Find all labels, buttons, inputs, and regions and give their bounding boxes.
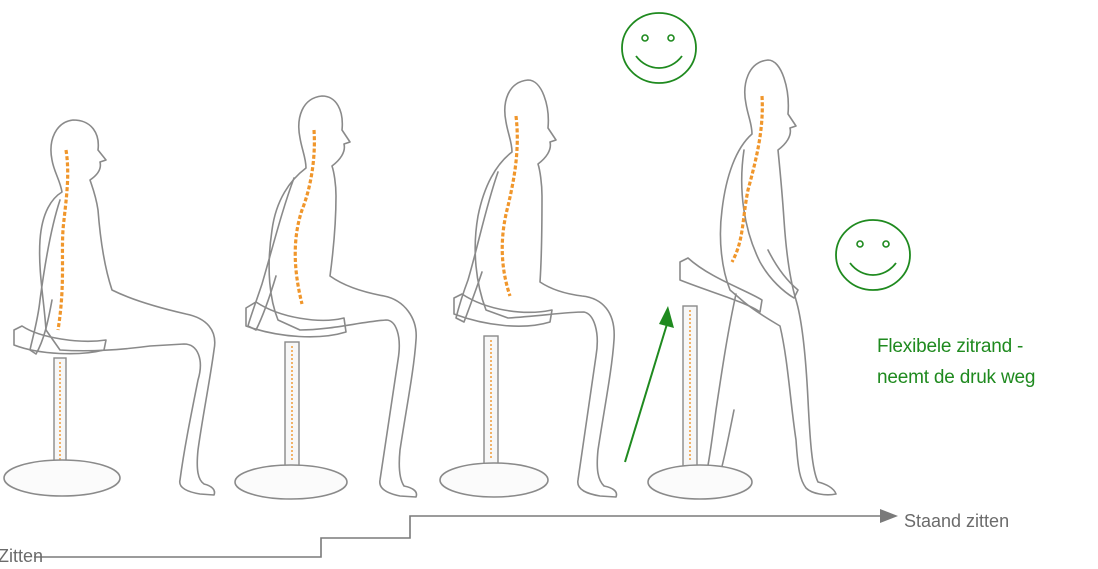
figure-stage-4 [648, 60, 836, 499]
arm-outline [742, 150, 798, 298]
spine [502, 116, 517, 296]
smiley-icon [836, 220, 910, 290]
figure-stage-2 [235, 96, 417, 499]
axis-start-label: Zitten [0, 546, 43, 567]
base [440, 463, 548, 497]
callout-line-1: Flexibele zitrand - [877, 331, 1035, 362]
base [235, 465, 347, 499]
smiley-icon [622, 13, 696, 83]
spine [58, 150, 68, 330]
arm-outline [30, 200, 60, 354]
spine [732, 96, 762, 262]
base [4, 460, 120, 496]
figure-stage-3 [440, 80, 617, 497]
axis-end-label: Staand zitten [904, 511, 1009, 532]
progress-axis [34, 509, 898, 557]
arrow-right-icon [880, 509, 898, 523]
arm-outline [248, 178, 294, 330]
callout-line-2: neemt de druk weg [877, 362, 1035, 393]
base [648, 465, 752, 499]
leg-outline [704, 294, 736, 488]
seat [680, 258, 762, 312]
callout-text: Flexibele zitrand - neemt de druk weg [877, 331, 1035, 393]
arm-outline [456, 172, 498, 322]
arrow-up-icon [625, 306, 674, 462]
body-outline [720, 60, 836, 495]
figure-stage-1 [4, 120, 215, 496]
